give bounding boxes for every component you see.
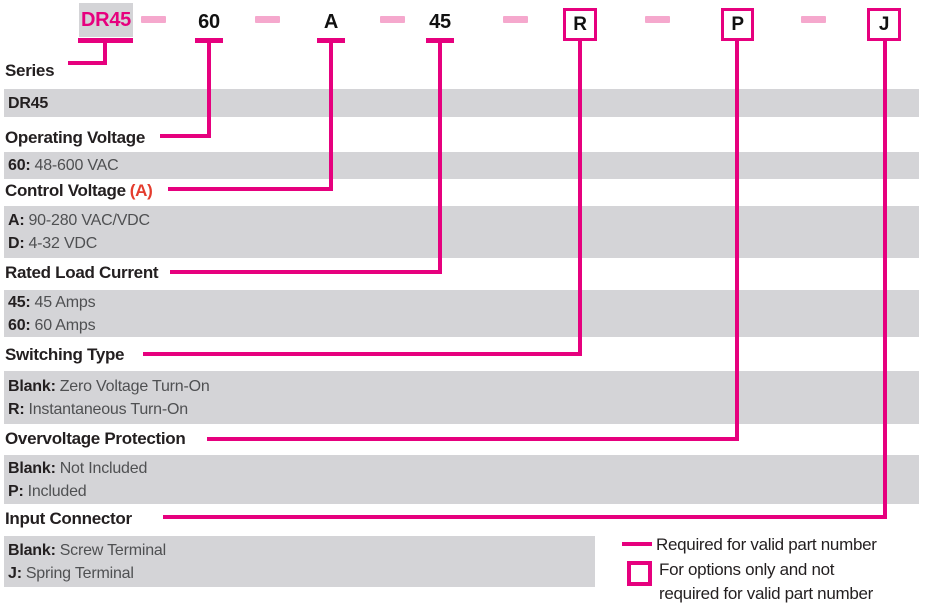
option-row: Blank:Screw Terminal (8, 541, 166, 559)
section-bar-rated-load-current: 45:45 Amps 60:60 Amps (4, 290, 919, 337)
section-bar-input-connector: Blank:Screw Terminal J:Spring Terminal (4, 536, 595, 587)
part-segment-series: DR45 (79, 3, 133, 37)
separator-dash-icon (380, 16, 405, 23)
section-bar-control-voltage: A:90-280 VAC/VDC D:4-32 VDC (4, 206, 919, 258)
control-voltage-note: (A) (129, 181, 153, 200)
option-row: 45:45 Amps (8, 293, 96, 311)
section-label-series: Series (5, 61, 55, 80)
part-segment-control-voltage: A (323, 11, 339, 33)
option-row: P:Included (8, 482, 87, 500)
option-row: R:Instantaneous Turn-On (8, 400, 188, 418)
option-row: Blank:Zero Voltage Turn-On (8, 377, 210, 395)
legend-required-label: Required for valid part number (656, 535, 877, 554)
part-segment-series-value: DR45 (81, 8, 131, 31)
legend-optional-label-line2: required for valid part number (659, 584, 874, 603)
section-label-switching-type: Switching Type (5, 345, 125, 364)
legend-optional-label-line1: For options only and not (659, 560, 835, 579)
separator-dash-icon (141, 16, 166, 23)
option-row: D:4-32 VDC (8, 235, 98, 252)
separator-dash-icon (801, 16, 826, 23)
section-bar-switching-type: Blank:Zero Voltage Turn-On R:Instantaneo… (4, 371, 919, 424)
separator-dash-icon (645, 16, 670, 23)
option-row: J:Spring Terminal (8, 564, 134, 582)
section-label-rated-load-current: Rated Load Current (5, 263, 159, 282)
option-row: 60:48-600 VAC (8, 157, 119, 174)
separator-dash-icon (255, 16, 280, 23)
section-label-overvoltage-protection: Overvoltage Protection (5, 429, 186, 448)
section-bar-operating-voltage: 60:48-600 VAC (4, 152, 919, 179)
option-row: DR45 (8, 94, 49, 112)
option-row: A:90-280 VAC/VDC (8, 212, 150, 229)
connector-line-series (68, 43, 107, 65)
option-row: Blank:Not Included (8, 459, 148, 477)
part-segment-switching-type: R (563, 8, 597, 41)
legend-optional-box-icon (627, 561, 652, 586)
option-row: 60:60 Amps (8, 316, 96, 334)
part-segment-overvoltage-protection: P (721, 8, 754, 41)
section-bar-overvoltage-protection: Blank:Not Included P:Included (4, 455, 919, 504)
part-segment-rated-load-current: 45 (429, 11, 451, 33)
section-label-control-voltage: Control Voltage(A) (5, 181, 153, 200)
legend-required-line-icon (622, 542, 652, 546)
part-segment-input-connector: J (867, 8, 901, 41)
section-label-operating-voltage: Operating Voltage (5, 128, 146, 147)
separator-dash-icon (503, 16, 528, 23)
part-segment-operating-voltage: 60 (198, 11, 220, 33)
section-bar-series: DR45 (4, 89, 919, 117)
section-label-input-connector: Input Connector (5, 509, 132, 528)
